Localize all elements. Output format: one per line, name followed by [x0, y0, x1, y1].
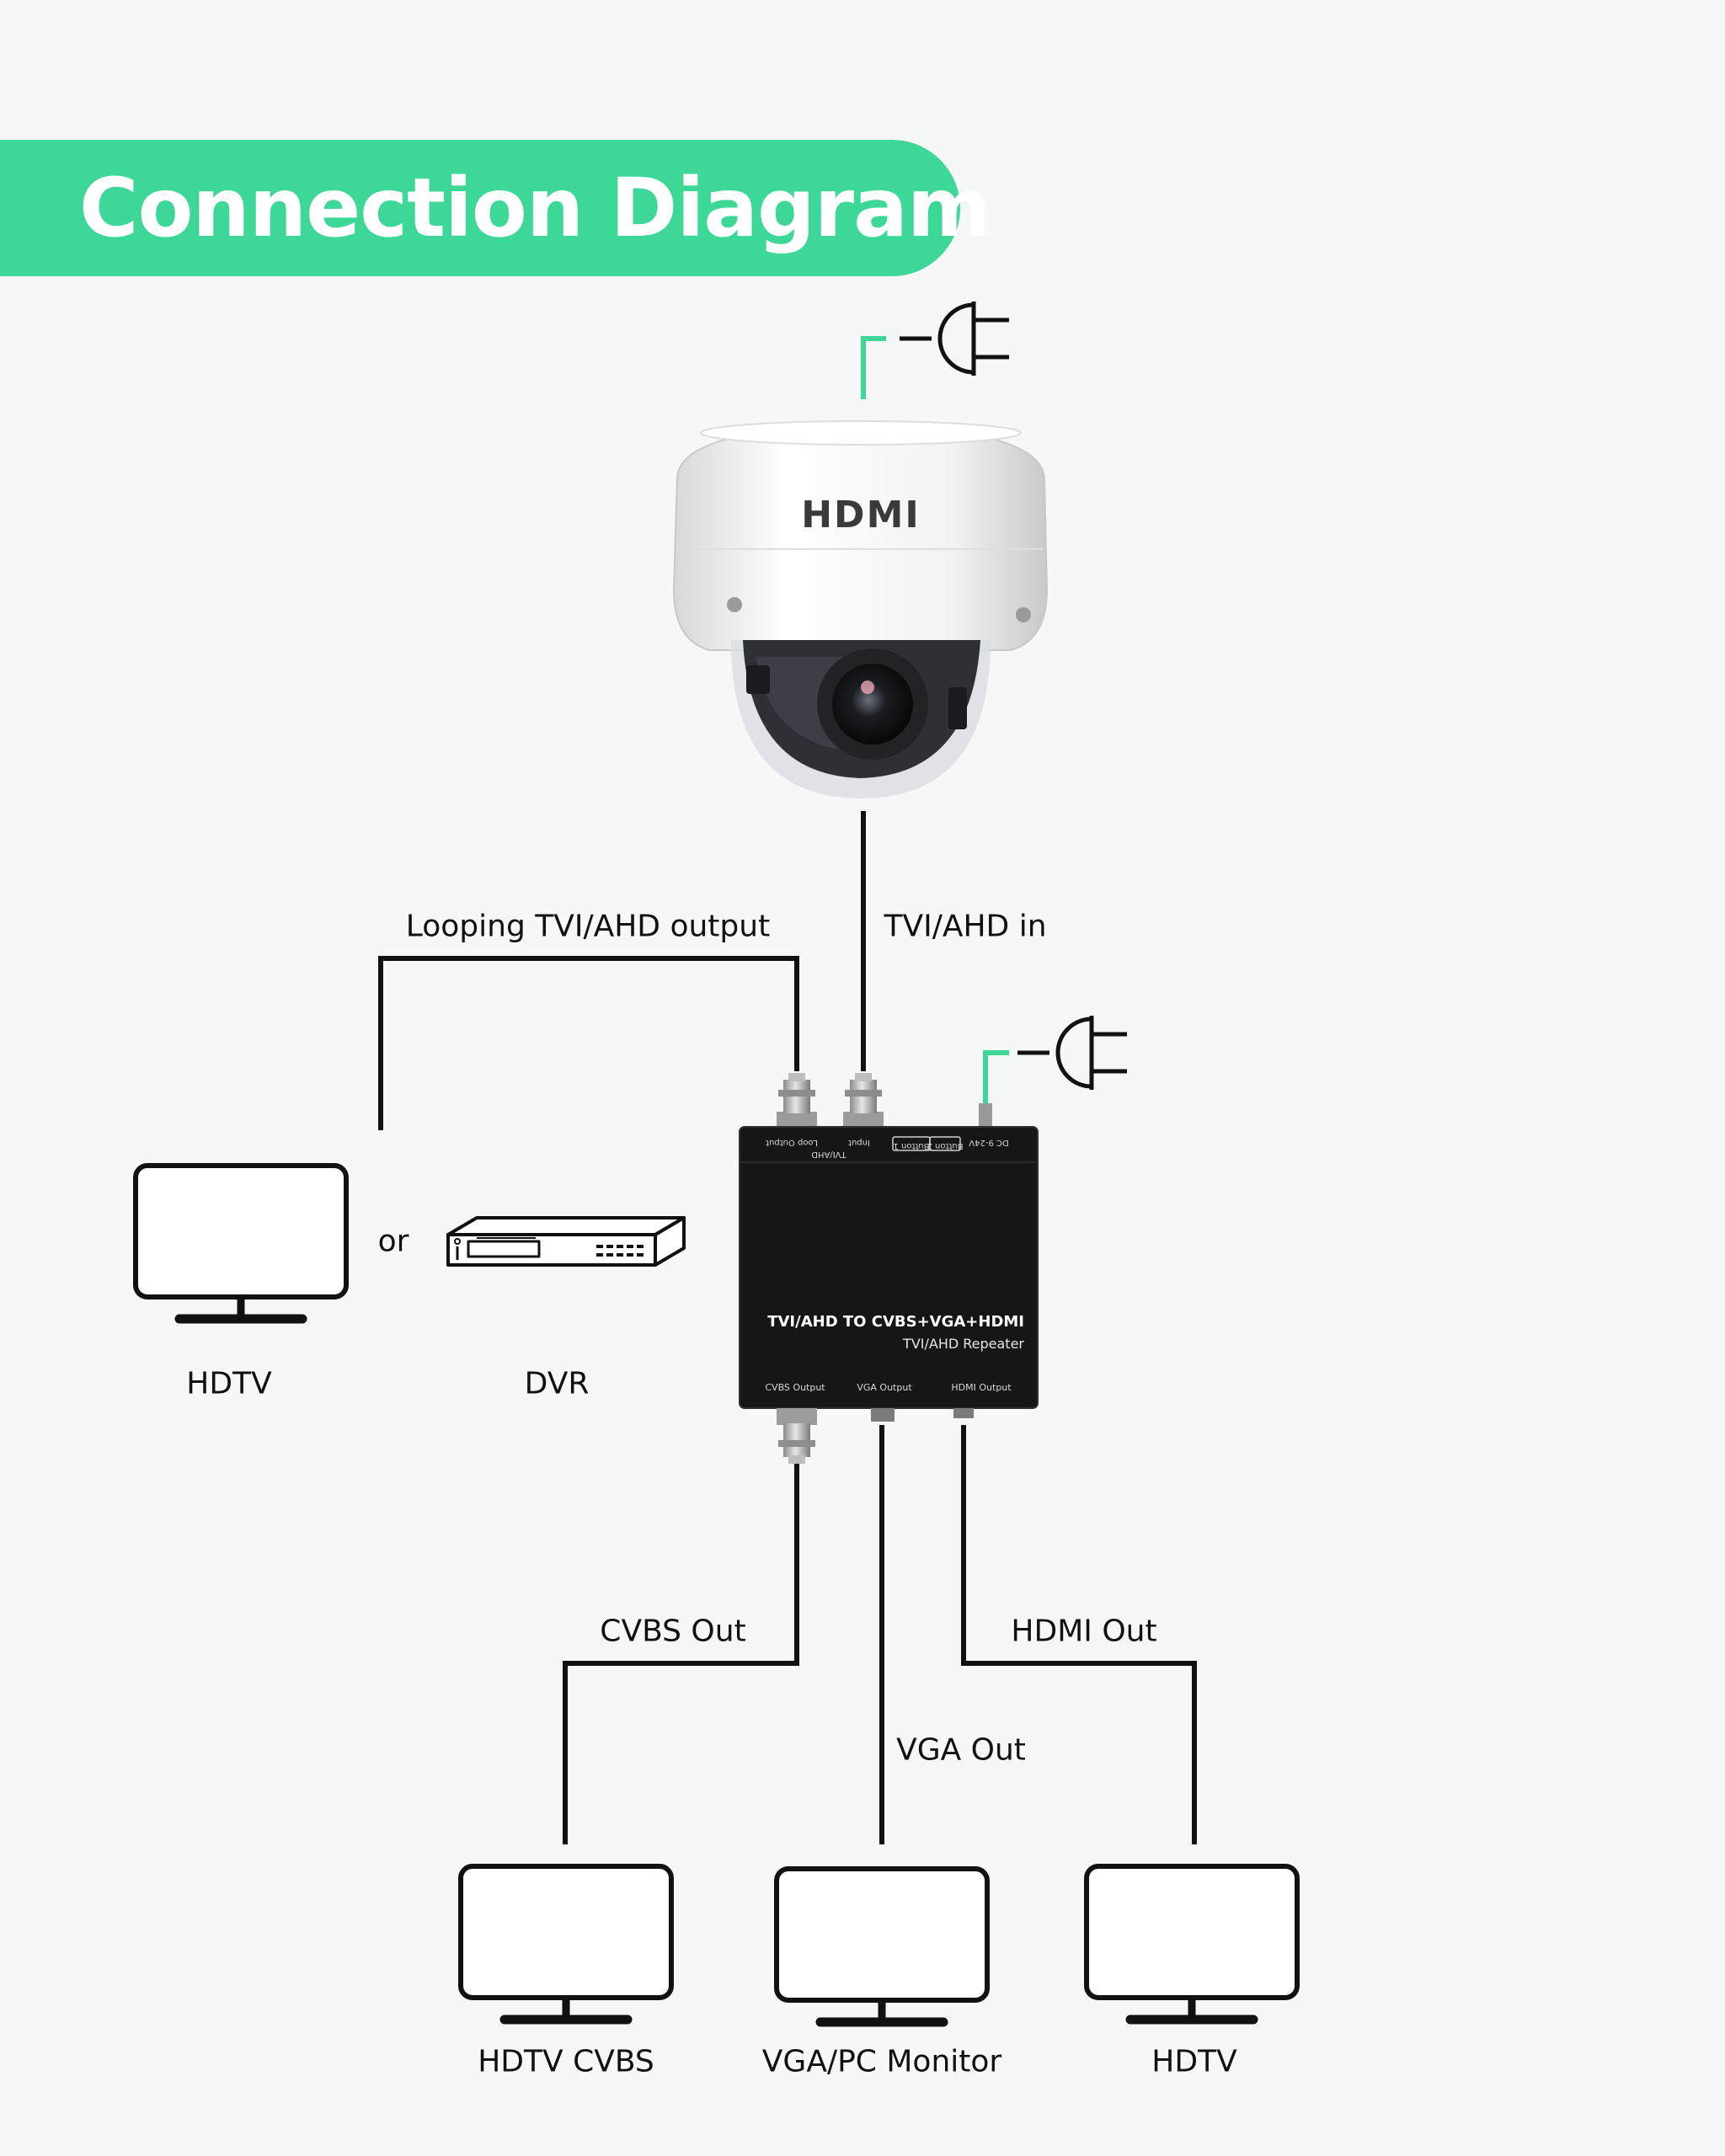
top-label-power: DC 9-24V: [969, 1138, 1009, 1147]
device-title: TVI/AHD TO CVBS+VGA+HDMI: [767, 1313, 1024, 1331]
label-or: or: [377, 1224, 409, 1259]
power-plug-icon: [900, 302, 1009, 376]
label-input: TVI/AHD in: [884, 909, 1047, 944]
top-label-button1: Button 1: [893, 1141, 929, 1150]
cvbs-monitor-icon: [461, 1866, 671, 2020]
top-label-loop: Loop Output: [766, 1138, 818, 1147]
dome-camera: HDMI: [672, 420, 1049, 798]
connection-lines: [378, 811, 1197, 1844]
hdmi-monitor-icon: [1087, 1866, 1297, 2020]
label-hdmi-tv: HDTV: [1151, 2044, 1237, 2079]
loop-hdtv-monitor-icon: [136, 1166, 346, 1319]
label-cvbs-out: CVBS Out: [600, 1614, 746, 1649]
label-cvbs-tv: HDTV CVBS: [478, 2044, 654, 2079]
power-plug-icon: [1017, 1016, 1127, 1090]
camera-brand-logo: HDMI: [801, 494, 921, 536]
cvbs-connector: [777, 1408, 817, 1464]
loop-output-connector: [777, 1073, 817, 1129]
device-subtitle: TVI/AHD Repeater: [902, 1336, 1024, 1352]
repeater-device: Loop Output Input TVI/AHD Button 1 Butto…: [739, 1073, 1039, 1464]
top-label-button2: Button 2: [927, 1141, 963, 1150]
camera-power: [861, 302, 1009, 399]
label-vga-out: VGA Out: [896, 1732, 1026, 1768]
top-label-group: TVI/AHD: [811, 1150, 847, 1159]
label-dvr: DVR: [524, 1366, 590, 1401]
label-vga-monitor: VGA/PC Monitor: [761, 2044, 1002, 2079]
bottom-label-vga: VGA Output: [857, 1382, 912, 1393]
label-hdmi-out: HDMI Out: [1011, 1614, 1157, 1649]
loop-output-cable: [378, 956, 799, 1130]
cvbs-cable: [563, 1462, 799, 1844]
device-power: [983, 1016, 1127, 1110]
bottom-label-cvbs: CVBS Output: [765, 1382, 825, 1393]
input-connector: [843, 1073, 884, 1129]
page-title: Connection Diagram: [79, 161, 991, 255]
bottom-label-hdmi: HDMI Output: [951, 1382, 1012, 1393]
label-loop-hdtv: HDTV: [186, 1366, 272, 1401]
vga-monitor-icon: [777, 1869, 987, 2022]
top-label-input: Input: [848, 1138, 870, 1147]
dvr-icon: [446, 1216, 686, 1267]
title-banner: Connection Diagram: [0, 140, 991, 276]
label-loop-output: Looping TVI/AHD output: [405, 909, 771, 944]
hdmi-cable: [961, 1425, 1197, 1844]
